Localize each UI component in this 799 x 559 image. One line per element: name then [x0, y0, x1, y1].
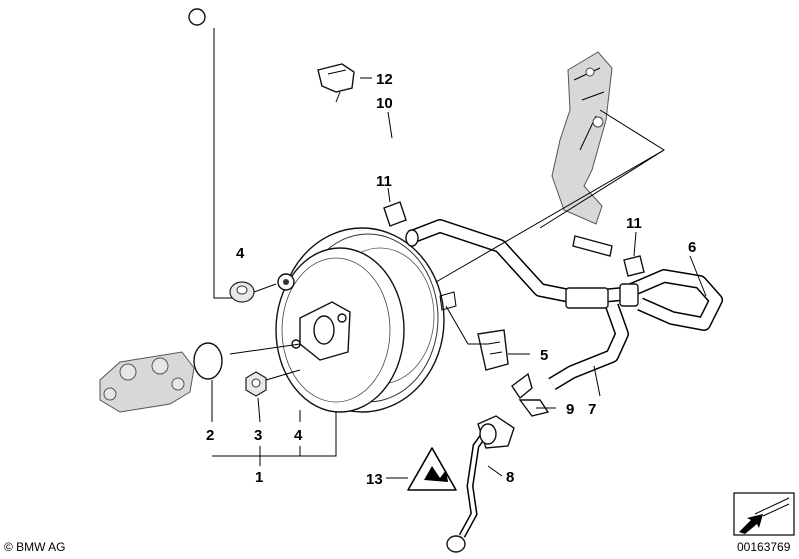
- clamp-part-5: [477, 329, 509, 371]
- grommet-part-4: [229, 281, 255, 303]
- label-part-5: 5: [540, 347, 548, 364]
- pedal-bracket: [551, 51, 613, 225]
- label-part-12: 12: [376, 71, 393, 88]
- leader-lines: [211, 28, 707, 479]
- label-part-7: 7: [588, 401, 596, 418]
- copyright-text: © BMW AG: [4, 540, 66, 554]
- nut-part-3: [245, 371, 267, 397]
- label-part-6: 6: [688, 239, 696, 256]
- label-part-4-lower: 4: [294, 427, 303, 444]
- label-part-8: 8: [506, 469, 514, 486]
- master-cylinder: [99, 351, 195, 413]
- label-part-10: 10: [376, 95, 393, 112]
- label-part-11-right: 11: [626, 215, 642, 232]
- label-part-4-upper: 4: [236, 245, 245, 262]
- drawing-number: 00163769: [737, 540, 791, 554]
- label-part-1: 1: [255, 469, 263, 486]
- vacuum-line-part-10: [188, 8, 613, 257]
- label-part-11-upper: 11: [376, 173, 392, 190]
- clip-part-9: [511, 372, 550, 417]
- hose-part-7: [548, 303, 629, 391]
- clip-part-12: [317, 63, 355, 93]
- label-part-9: 9: [566, 401, 574, 418]
- hose-clamp-part-11-upper: [383, 201, 407, 227]
- hose-part-6: [405, 219, 723, 331]
- label-part-3: 3: [254, 427, 262, 444]
- warning-triangle-icon: [407, 447, 457, 491]
- label-part-2: 2: [206, 427, 214, 444]
- hose-clamp-part-11-right: [623, 255, 645, 277]
- arrow-direction-icon: [733, 492, 795, 536]
- label-part-13: 13: [366, 471, 383, 488]
- brake-booster-part-1: [275, 227, 457, 413]
- o-ring-part-2: [193, 342, 223, 380]
- vacuum-pipe-part-8: [446, 415, 515, 553]
